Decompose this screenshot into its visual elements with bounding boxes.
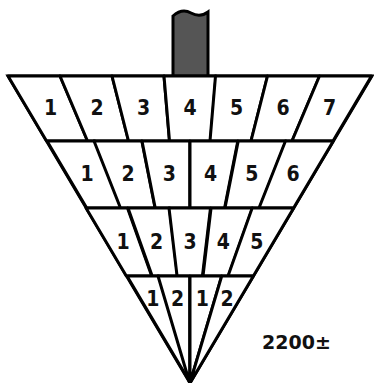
- cell-number: 1: [80, 164, 93, 185]
- cell-number: 4: [183, 98, 196, 119]
- cell-number: 5: [245, 164, 258, 185]
- cell-number: 4: [204, 164, 217, 185]
- number-cell: 7: [292, 76, 372, 141]
- cell-number: 6: [286, 164, 299, 185]
- number-cell: 5: [228, 208, 294, 276]
- top-outline: [8, 76, 372, 383]
- number-cell: 3: [112, 76, 170, 141]
- cell-number: 2: [150, 232, 163, 253]
- cell-shape: [164, 76, 216, 141]
- cell-number: 7: [323, 98, 336, 119]
- number-cell: 2: [158, 276, 190, 383]
- cell-number: 1: [146, 289, 159, 310]
- cell-number: 5: [230, 98, 243, 119]
- number-cell: 3: [142, 141, 190, 208]
- cell-shape: [259, 141, 333, 208]
- cell-shape: [158, 276, 190, 383]
- cell-number: 2: [122, 164, 135, 185]
- number-cell: 6: [259, 141, 333, 208]
- cell-shape: [190, 276, 253, 383]
- number-cell: 2: [190, 276, 253, 383]
- cell-number: 1: [117, 232, 130, 253]
- cell-number: 3: [163, 164, 176, 185]
- cell-number: 1: [44, 98, 57, 119]
- cell-number: 4: [217, 232, 230, 253]
- cell-number: 3: [183, 232, 196, 253]
- cell-number: 6: [276, 98, 289, 119]
- cell-shape: [112, 76, 170, 141]
- cell-number: 5: [250, 232, 263, 253]
- size-note: 2200±: [262, 333, 331, 352]
- cell-number: 1: [196, 289, 209, 310]
- cell-shape: [127, 276, 190, 383]
- number-cell: 4: [164, 76, 216, 141]
- cell-shape: [292, 76, 372, 141]
- cell-number: 3: [137, 98, 150, 119]
- cell-number: 2: [90, 98, 103, 119]
- cell-number: 2: [171, 289, 184, 310]
- cell-number: 2: [221, 289, 234, 310]
- cell-shape: [228, 208, 294, 276]
- cell-shape: [142, 141, 190, 208]
- top-handle: [173, 11, 208, 77]
